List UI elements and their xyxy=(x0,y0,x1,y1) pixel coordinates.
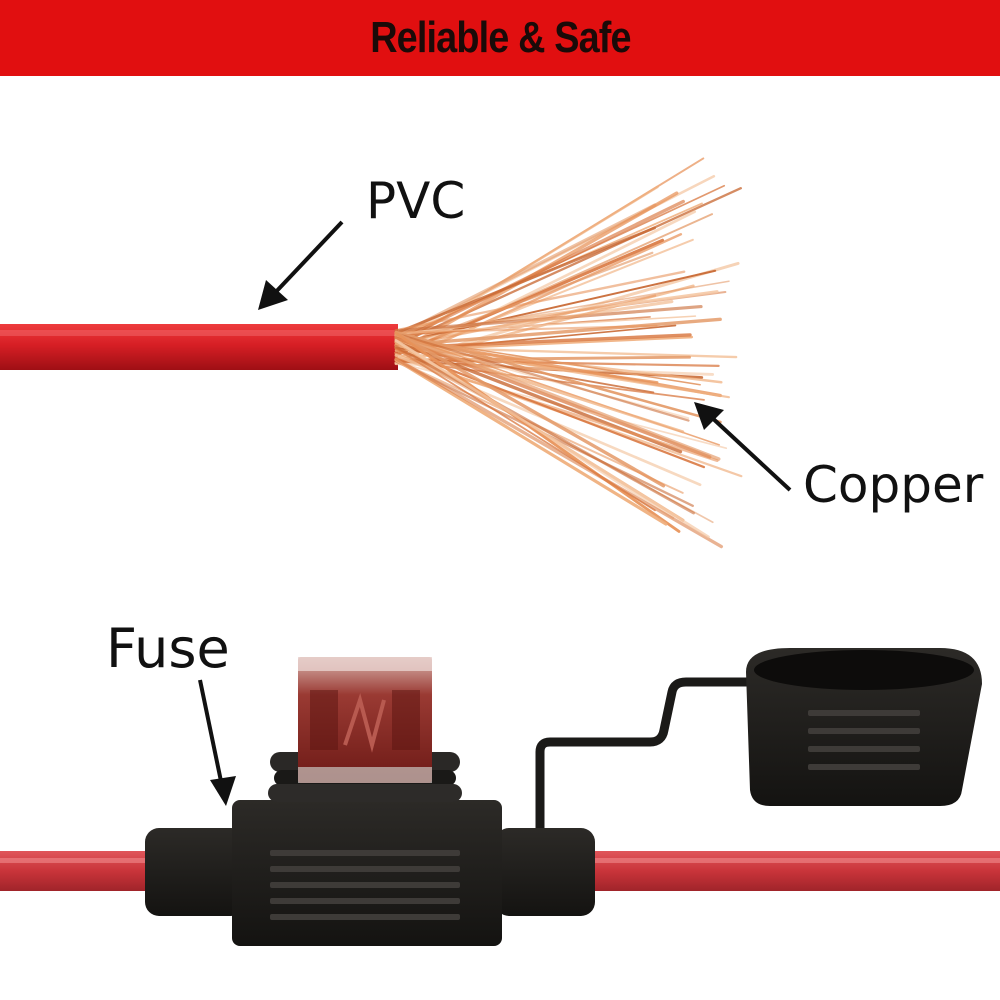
pvc-wire xyxy=(0,324,398,370)
holder-vents xyxy=(270,850,460,920)
copper-strand xyxy=(394,330,722,424)
copper-strand xyxy=(394,300,674,344)
blade-fuse xyxy=(298,657,432,783)
copper-strand xyxy=(394,357,724,549)
copper-strand xyxy=(394,358,668,526)
fuse-wire xyxy=(0,851,1000,891)
fuse-cap xyxy=(746,648,982,806)
cap-tether xyxy=(535,677,760,835)
copper-strand xyxy=(394,317,722,348)
copper-strand xyxy=(394,294,657,349)
cap-vents xyxy=(808,710,920,770)
banner-title: Reliable & Safe xyxy=(369,13,631,62)
copper-label: Copper xyxy=(803,456,984,514)
copper-strand xyxy=(394,332,690,422)
copper-strand xyxy=(394,342,730,399)
fuse-label: Fuse xyxy=(106,617,230,680)
copper-strand xyxy=(394,332,721,461)
pvc-label: PVC xyxy=(366,172,466,230)
fuse-holder xyxy=(145,752,595,946)
copper-arrow xyxy=(694,402,792,492)
copper-strand xyxy=(394,339,710,539)
copper-strand xyxy=(394,199,685,344)
copper-strand xyxy=(395,280,730,339)
pvc-arrow xyxy=(258,220,344,310)
copper-strand xyxy=(394,331,681,533)
copper-strand xyxy=(394,324,658,334)
title-banner: Reliable & Safe xyxy=(0,0,1000,76)
copper-strands xyxy=(394,157,743,549)
fuse-arrow xyxy=(198,679,236,806)
copper-strand xyxy=(394,270,686,332)
copper-strand xyxy=(394,331,666,488)
copper-strand xyxy=(394,226,656,335)
copper-strand xyxy=(394,345,695,515)
